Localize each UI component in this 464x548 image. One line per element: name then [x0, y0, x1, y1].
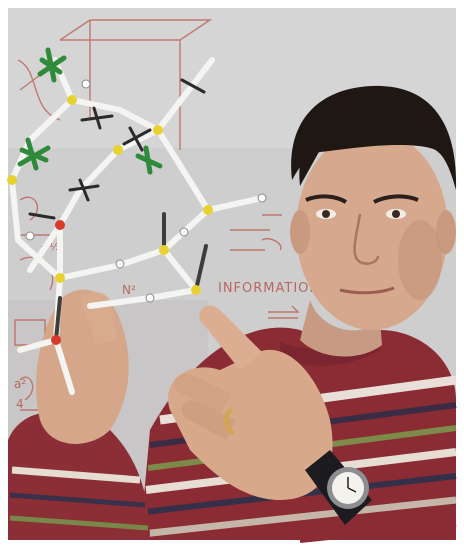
model-atoms	[7, 79, 267, 345]
whiteboard-fragment: 4	[16, 397, 24, 411]
left-sleeve	[8, 411, 150, 540]
ring	[224, 408, 235, 435]
whiteboard-fragment: N²	[122, 283, 136, 297]
whiteboard-word: INFORMATION	[218, 281, 320, 296]
wristwatch	[305, 450, 372, 525]
whiteboard-fragment: a²	[14, 377, 26, 391]
man-head	[290, 85, 457, 330]
molecular-model	[7, 47, 267, 395]
neck	[300, 300, 382, 357]
right-hand	[168, 305, 333, 500]
